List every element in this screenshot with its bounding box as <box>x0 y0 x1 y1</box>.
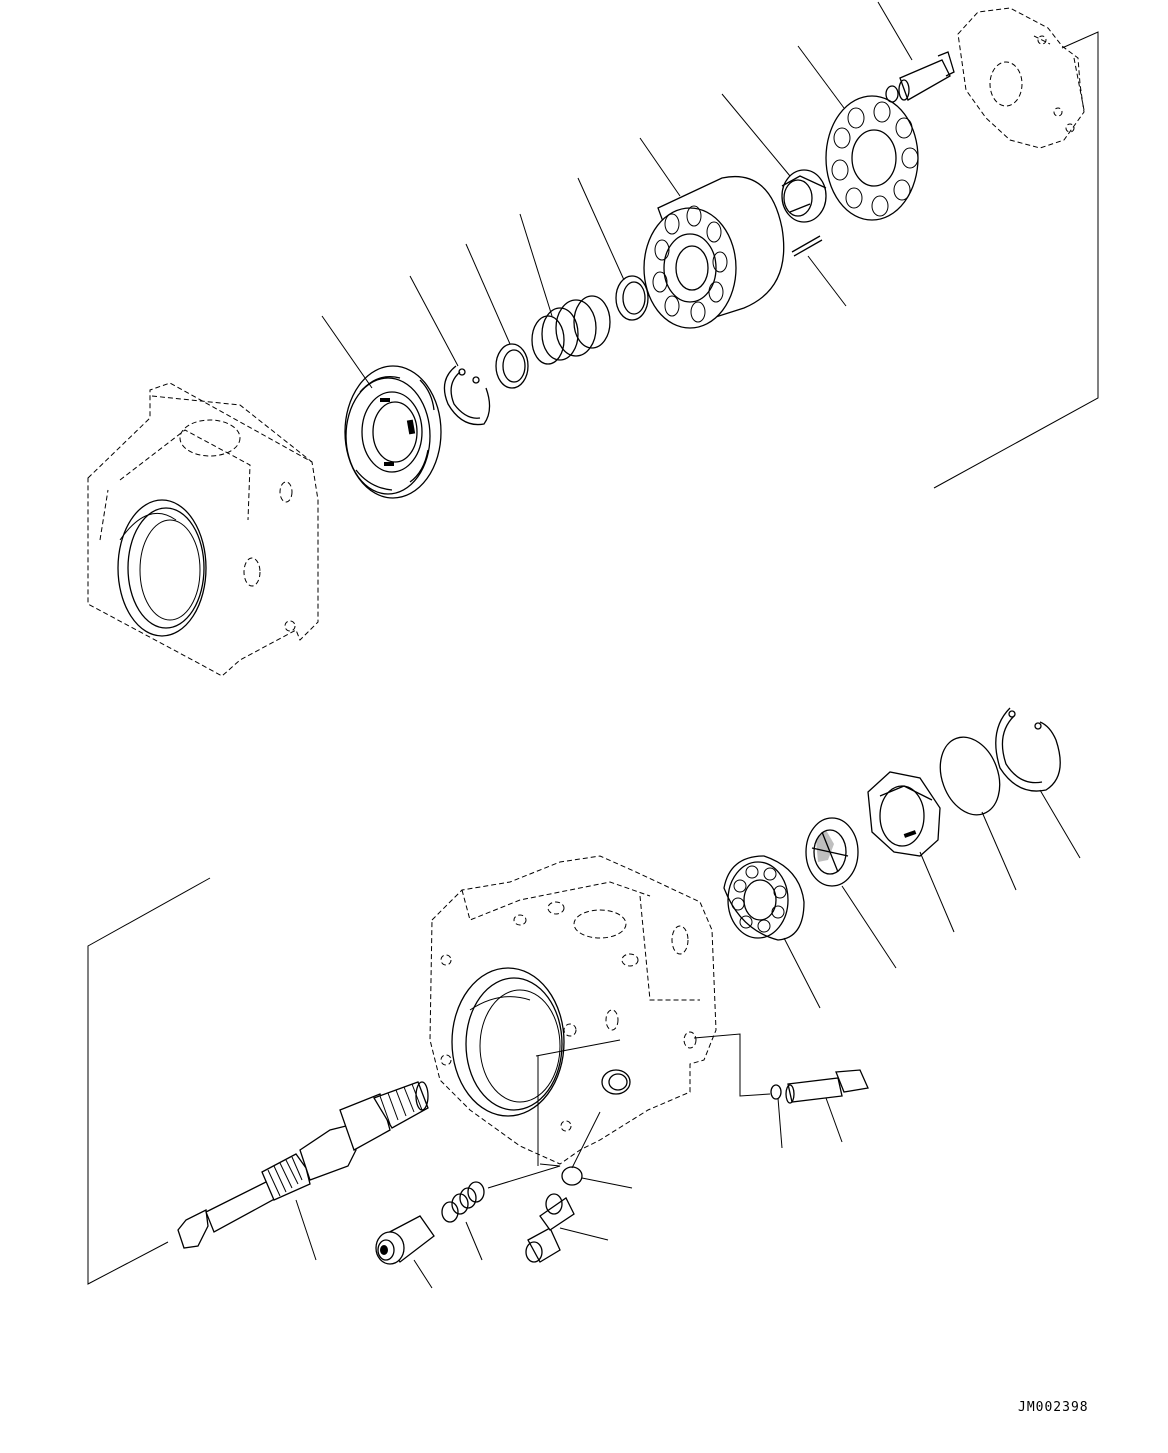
pump-housing-upper-left <box>87 382 319 677</box>
spring-seat <box>375 1215 435 1265</box>
valve-plate <box>344 365 442 499</box>
pin <box>791 235 823 257</box>
seal-retainer <box>867 771 941 857</box>
o-ring-small <box>770 1084 782 1100</box>
pump-case-lower <box>429 855 717 1165</box>
oil-seal <box>805 817 859 887</box>
spherical-bushing <box>781 169 827 223</box>
drawing-reference-code: JM002398 <box>1018 1400 1089 1415</box>
retainer-plate <box>825 95 919 221</box>
washer-upper <box>495 343 529 389</box>
shim-ring <box>615 275 649 321</box>
assembly-bracket-lower <box>87 877 211 1285</box>
o-ring-large <box>939 736 1001 816</box>
snap-ring-lower <box>995 707 1061 792</box>
snap-ring-upper <box>443 365 491 426</box>
roller-bearing <box>723 855 805 941</box>
guide-pin <box>885 51 955 103</box>
cylinder-block <box>643 176 785 329</box>
end-cover <box>957 7 1085 149</box>
check-ball <box>561 1166 583 1186</box>
spring-lower <box>441 1181 485 1223</box>
spring-upper <box>531 295 611 365</box>
fitting-lower-left <box>525 1193 575 1263</box>
drive-shaft <box>177 1081 429 1249</box>
leader-lines-lower <box>295 789 1081 1289</box>
assembly-bracket-upper <box>933 31 1099 489</box>
fitting-lower-right <box>785 1069 869 1104</box>
leader-lines-upper <box>321 1 913 389</box>
